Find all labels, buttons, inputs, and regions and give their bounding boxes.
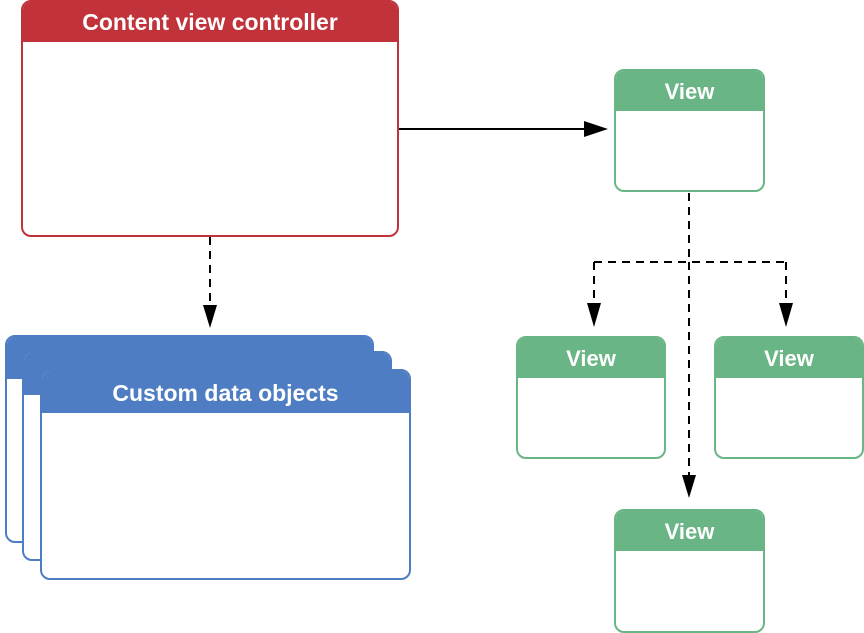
- subview-left-title: View: [518, 338, 664, 378]
- content-view-controller-box: Content view controller: [21, 0, 399, 237]
- subview-left-box: View: [516, 336, 666, 459]
- subview-right-box: View: [714, 336, 864, 459]
- view-hierarchy-arrows: [587, 193, 793, 498]
- custom-data-objects-title: Custom data objects: [42, 371, 409, 413]
- subview-right-title: View: [716, 338, 862, 378]
- controller-to-view-arrow: [398, 121, 608, 137]
- controller-to-data-arrow: [203, 237, 217, 328]
- subview-bottom-box: View: [614, 509, 765, 633]
- content-view-controller-title: Content view controller: [23, 2, 397, 42]
- custom-data-objects-box: Custom data objects: [40, 369, 411, 580]
- subview-bottom-title: View: [616, 511, 763, 551]
- root-view-title: View: [616, 71, 763, 111]
- root-view-box: View: [614, 69, 765, 192]
